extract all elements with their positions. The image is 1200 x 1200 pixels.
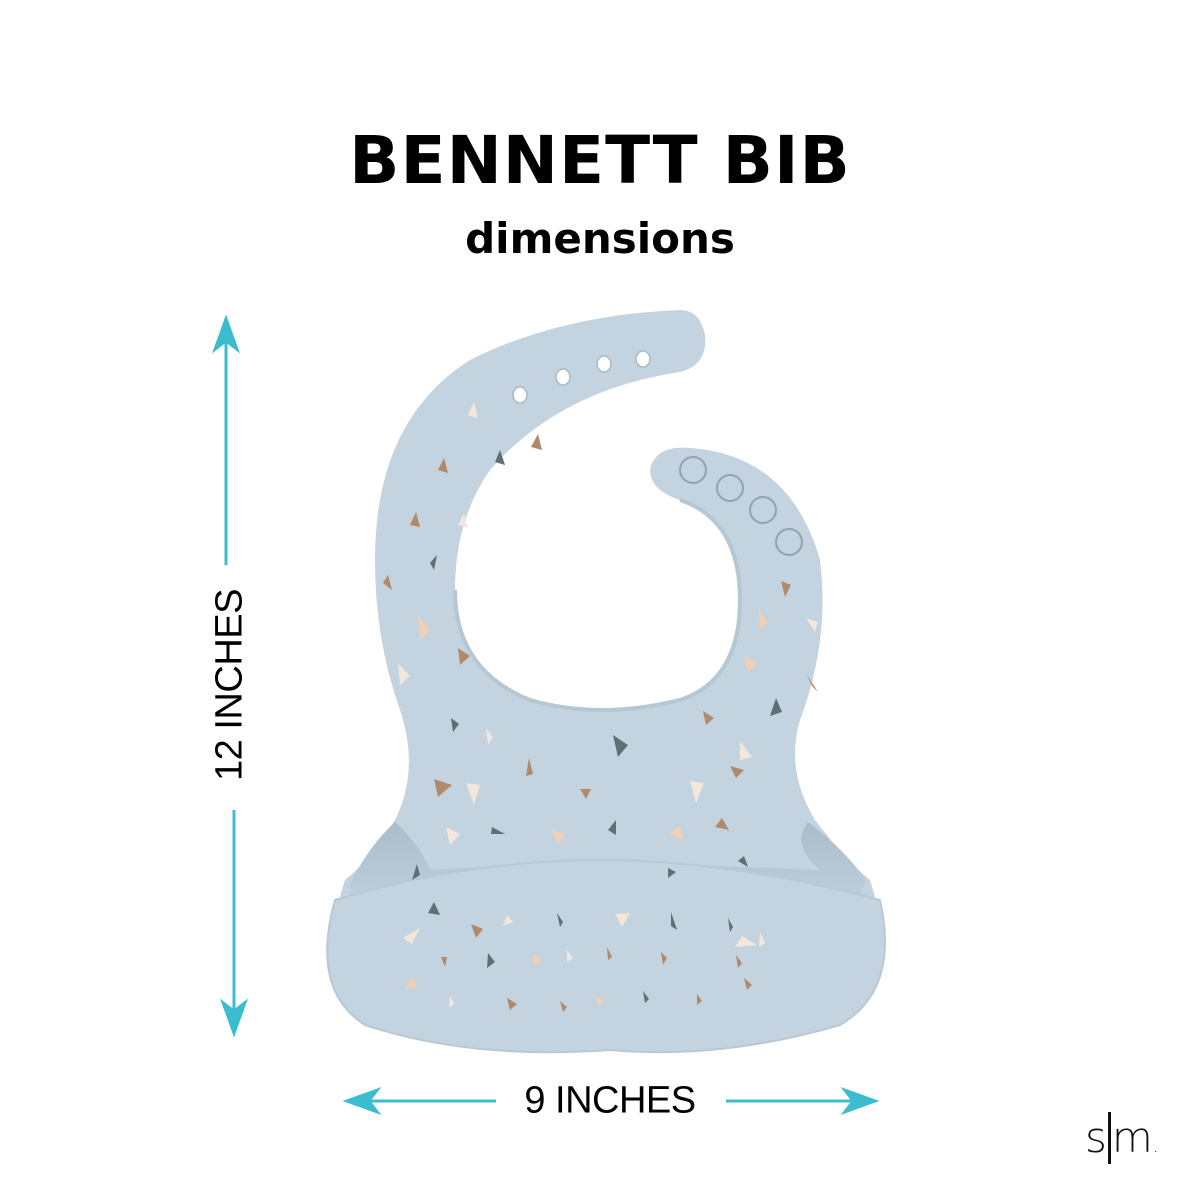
width-label: 9 INCHES xyxy=(524,1079,696,1122)
adjust-holes xyxy=(512,350,651,404)
page-subtitle: dimensions xyxy=(465,214,735,263)
page-title: BENNETT BIB xyxy=(349,122,851,199)
logo-left: s xyxy=(1085,1113,1107,1162)
bib-body xyxy=(331,310,883,1053)
snap-buttons xyxy=(679,456,803,556)
logo-dot: . xyxy=(1152,1136,1159,1157)
logo-divider xyxy=(1107,1112,1111,1164)
height-label: 12 INCHES xyxy=(208,589,251,781)
height-arrow xyxy=(211,314,249,1038)
width-arrow xyxy=(342,1086,880,1116)
confetti-pattern xyxy=(383,402,818,1012)
pocket-front xyxy=(326,858,886,1054)
logo-right: m xyxy=(1111,1113,1153,1162)
